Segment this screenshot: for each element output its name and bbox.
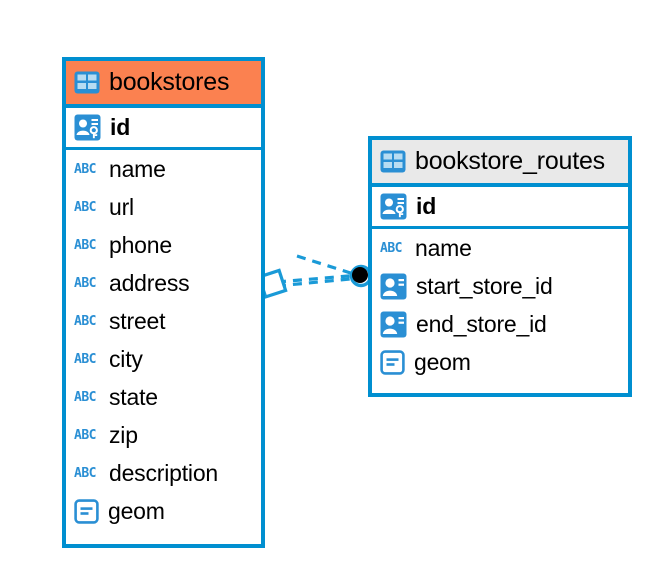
foreign-key-icon — [380, 273, 407, 300]
entity-bookstore-routes-title: bookstore_routes — [415, 147, 605, 175]
field-row-id[interactable]: id — [372, 187, 628, 229]
field-row-name[interactable]: ABC name — [66, 150, 261, 188]
field-row-address[interactable]: ABC address — [66, 264, 261, 302]
primary-key-icon — [74, 114, 101, 141]
field-label-zip: zip — [109, 421, 138, 448]
field-label-name: name — [109, 155, 166, 182]
abc-text-icon: ABC — [74, 465, 96, 481]
abc-text-icon: ABC — [74, 427, 96, 443]
geometry-icon — [74, 498, 99, 524]
field-row-street[interactable]: ABC street — [66, 302, 261, 340]
abc-text-icon: ABC — [74, 389, 96, 405]
field-label-state: state — [109, 383, 158, 410]
primary-key-icon — [380, 193, 407, 220]
field-label-name: name — [415, 234, 472, 261]
entity-bookstore-routes[interactable]: bookstore_routes id ABC — [368, 136, 632, 397]
relationship-svg — [257, 254, 373, 299]
field-row-geom[interactable]: geom — [66, 492, 261, 530]
field-row-state[interactable]: ABC state — [66, 378, 261, 416]
field-label-street: street — [109, 307, 166, 334]
field-label-address: address — [109, 269, 190, 296]
abc-text-icon: ABC — [380, 240, 402, 256]
field-row-city[interactable]: ABC city — [66, 340, 261, 378]
field-label-phone: phone — [109, 231, 172, 258]
entity-bookstores[interactable]: bookstores id ABC name — [62, 57, 265, 548]
abc-text-icon: ABC — [74, 199, 96, 215]
abc-text-icon: ABC — [74, 275, 96, 291]
entity-bookstores-title: bookstores — [109, 68, 230, 96]
field-label-url: url — [109, 193, 134, 220]
field-row-end-store-id[interactable]: end_store_id — [372, 305, 628, 343]
entity-bookstore-routes-header[interactable]: bookstore_routes — [372, 140, 628, 187]
field-label-description: description — [109, 459, 219, 486]
abc-text-icon: ABC — [74, 237, 96, 253]
field-label-city: city — [109, 345, 143, 372]
table-icon — [74, 71, 100, 94]
field-label-end-store-id: end_store_id — [416, 310, 547, 337]
field-label-geom: geom — [108, 497, 165, 524]
relationship-line-branch — [296, 254, 361, 278]
relationship-connector[interactable] — [255, 240, 385, 320]
field-row-description[interactable]: ABC description — [66, 454, 261, 492]
field-label-start-store-id: start_store_id — [416, 272, 553, 299]
table-icon — [380, 150, 406, 173]
field-label-id: id — [110, 114, 131, 140]
field-row-name[interactable]: ABC name — [372, 229, 628, 267]
entity-bookstores-header[interactable]: bookstores — [66, 61, 261, 108]
relationship-line-upper — [276, 273, 361, 284]
field-label-id: id — [416, 193, 437, 219]
field-row-phone[interactable]: ABC phone — [66, 226, 261, 264]
geometry-icon — [380, 349, 405, 375]
foreign-key-icon — [380, 311, 407, 338]
abc-text-icon: ABC — [74, 313, 96, 329]
field-row-geom[interactable]: geom — [372, 343, 628, 381]
field-row-start-store-id[interactable]: start_store_id — [372, 267, 628, 305]
field-label-geom: geom — [414, 348, 471, 375]
abc-text-icon: ABC — [74, 161, 96, 177]
relationship-line-lower — [276, 276, 361, 288]
field-row-url[interactable]: ABC url — [66, 188, 261, 226]
abc-text-icon: ABC — [74, 351, 96, 367]
field-row-id[interactable]: id — [66, 108, 261, 150]
field-row-zip[interactable]: ABC zip — [66, 416, 261, 454]
